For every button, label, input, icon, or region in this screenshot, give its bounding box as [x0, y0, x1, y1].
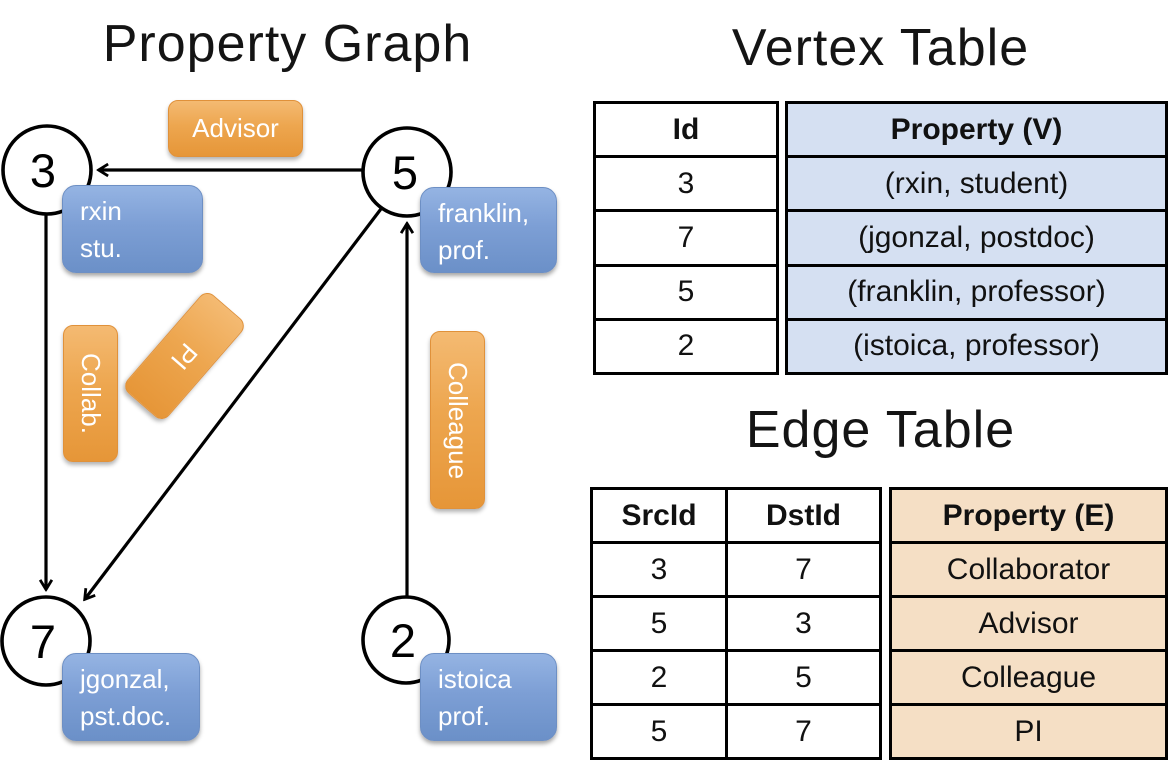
vertex-table-id-column: Id 3 7 5 2	[593, 101, 779, 375]
vertex-table-property-header: Property (V)	[788, 104, 1165, 156]
edge-table-property-column: Property (E) Collaborator Advisor Collea…	[889, 487, 1168, 760]
edge-table-column-gap	[882, 487, 889, 760]
table-cell: 7	[725, 541, 879, 595]
edge-table: SrcId DstId 3 7 5 3 2 5 5 7 Property (E)…	[590, 487, 1168, 760]
vertex-property-line: jgonzal,	[80, 664, 170, 694]
edge-table-srcid-header: SrcId	[621, 498, 697, 532]
table-cell: 7	[725, 703, 879, 757]
vertex-property-line: istoica	[438, 664, 512, 694]
table-cell: 5	[593, 703, 725, 757]
node-id-2: 2	[389, 613, 417, 667]
edge-table-dstid-header: DstId	[725, 490, 879, 541]
edge-label-text: Advisor	[192, 113, 279, 143]
table-cell: (franklin, professor)	[788, 263, 1165, 318]
node-id-5: 5	[391, 145, 419, 199]
edge-label-text: PI	[165, 337, 205, 376]
vertex-property-box-3: rxin stu.	[62, 185, 203, 273]
vertex-property-box-7: jgonzal, pst.doc.	[62, 653, 200, 741]
vertex-property-line: pst.doc.	[80, 701, 172, 731]
table-cell: 2	[596, 317, 776, 372]
node-id-7: 7	[29, 614, 57, 668]
table-cell: 5	[596, 263, 776, 318]
vertex-property-line: stu.	[80, 233, 122, 263]
table-cell: (rxin, student)	[788, 155, 1165, 210]
vertex-table: Id 3 7 5 2 Property (V) (rxin, student) …	[593, 101, 1168, 375]
edge-label-advisor: Advisor	[168, 100, 303, 157]
node-id-3: 3	[29, 143, 57, 197]
table-cell: Colleague	[892, 649, 1165, 703]
table-cell: Collaborator	[892, 541, 1165, 595]
table-cell: (istoica, professor)	[788, 317, 1165, 373]
table-cell: 2	[593, 649, 725, 703]
edge-label-colleague: Colleague	[430, 331, 485, 509]
table-cell: 3	[725, 595, 879, 649]
vertex-table-property-column: Property (V) (rxin, student) (jgonzal, p…	[785, 101, 1168, 375]
table-cell: 5	[725, 649, 879, 703]
edge-table-title: Edge Table	[745, 401, 1016, 459]
vertex-property-box-5: franklin, prof.	[420, 187, 557, 273]
edge-label-text: Colleague	[443, 361, 473, 479]
table-cell: (jgonzal, postdoc)	[788, 209, 1165, 264]
vertex-property-line: franklin,	[438, 198, 530, 228]
vertex-property-line: rxin	[80, 196, 122, 226]
property-graph-title: Property Graph	[102, 15, 473, 73]
vertex-table-id-header: Id	[672, 112, 700, 146]
table-cell: 3	[596, 155, 776, 209]
vertex-property-line: prof.	[438, 235, 491, 265]
table-cell: Advisor	[892, 595, 1165, 649]
edge-table-id-columns: SrcId DstId 3 7 5 3 2 5 5 7	[590, 487, 882, 760]
table-cell: 7	[596, 209, 776, 263]
vertex-property-box-2: istoica prof.	[420, 653, 557, 741]
vertex-property-line: prof.	[438, 701, 491, 731]
edge-5-to-7	[85, 196, 392, 599]
table-cell: 3	[593, 541, 725, 595]
edge-label-text: Collab.	[76, 353, 106, 434]
table-cell: 5	[593, 595, 725, 649]
vertex-table-title: Vertex Table	[731, 19, 1030, 77]
edge-table-property-header: Property (E)	[892, 490, 1165, 541]
table-cell: PI	[892, 703, 1165, 757]
edge-label-collab: Collab.	[63, 325, 118, 462]
